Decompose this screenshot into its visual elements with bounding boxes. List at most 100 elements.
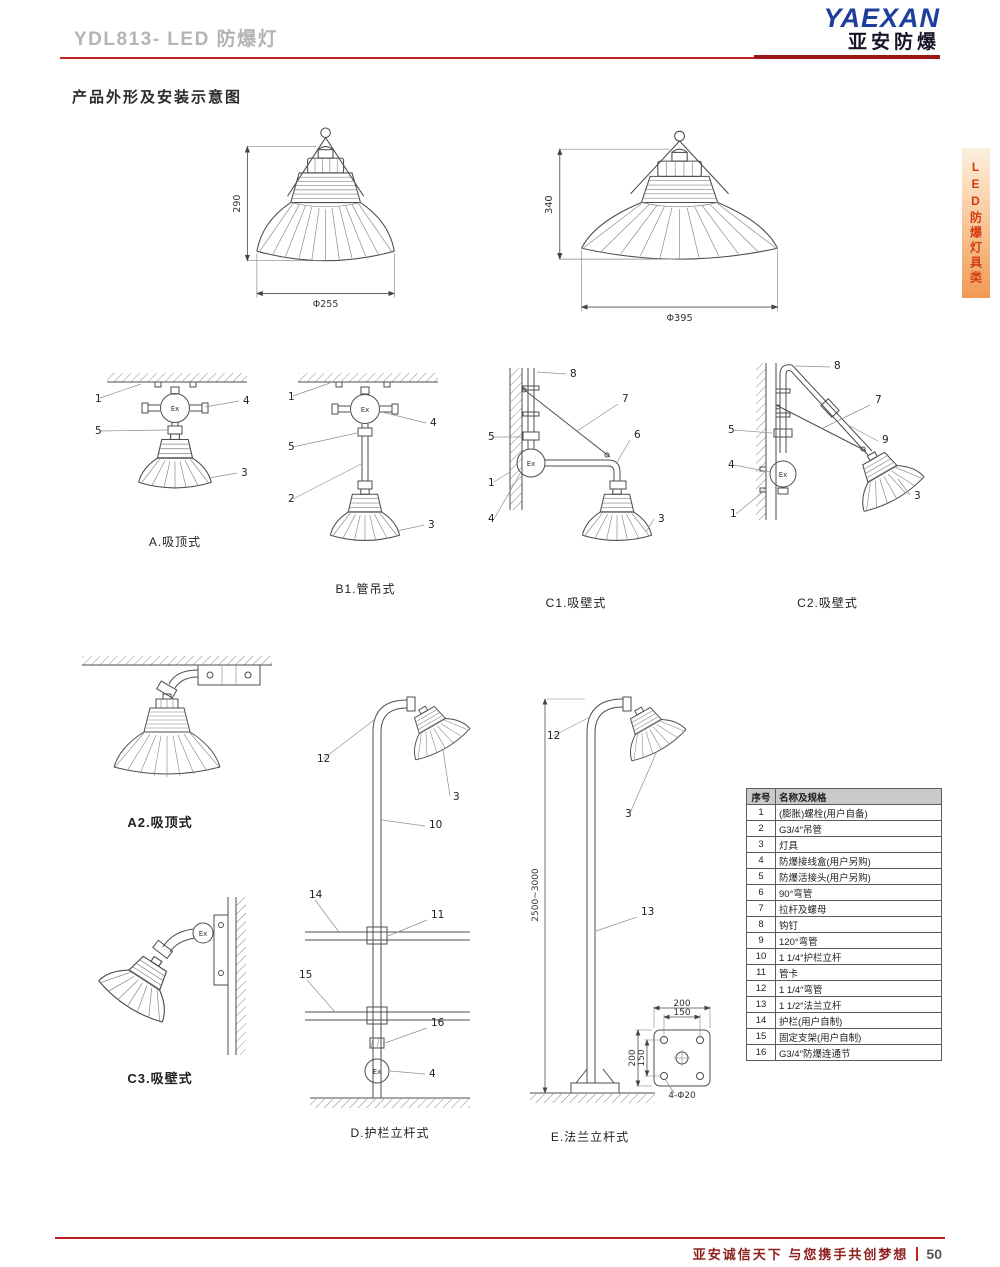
cell-name: 1 1/4″弯管	[775, 980, 942, 997]
flange-plate	[653, 1029, 711, 1087]
category-side-tab: LED防爆灯具类	[962, 148, 990, 298]
col-header-no: 序号	[746, 788, 776, 805]
diagram-a2-label: A2.吸顶式	[127, 815, 193, 830]
union-joint	[609, 480, 627, 490]
header-divider	[60, 57, 940, 59]
callout-number: 3	[658, 513, 665, 525]
diagram-b1: Ex 1 4 5 2 3	[288, 373, 438, 541]
callout-number: 16	[431, 1017, 445, 1029]
footer-divider	[55, 1237, 945, 1239]
diagram-c2-label: C2.吸壁式	[797, 596, 858, 610]
diagram-a2	[82, 656, 272, 777]
outline-drawing-small: 290 Φ255	[232, 127, 396, 310]
cell-name: 防爆接线盒(用户另购)	[775, 852, 942, 869]
union-joint	[152, 939, 174, 960]
ex-mark: Ex	[361, 406, 370, 414]
height-dimension: 340	[544, 195, 555, 214]
callout-number: 12	[317, 753, 330, 765]
callout-number: 3	[453, 791, 460, 803]
callout-number: 5	[488, 431, 495, 443]
callout-number: 10	[429, 819, 442, 831]
cell-name: 固定支架(用户自制)	[775, 1028, 942, 1045]
pole-height-dimension: 2500~3000	[531, 868, 541, 922]
cell-no: 15	[746, 1028, 776, 1045]
union-joint	[622, 696, 632, 712]
cell-no: 2	[746, 820, 776, 837]
callout-number: 11	[431, 909, 444, 921]
cell-no: 8	[746, 916, 776, 933]
callout-number: 12	[547, 730, 560, 742]
cell-no: 16	[746, 1044, 776, 1061]
hook-pin	[522, 411, 540, 417]
footer: 亚安诚信天下 与您携手共创梦想 50	[693, 1244, 942, 1263]
callout-number: 2	[288, 493, 295, 505]
dim-200-top: 200	[673, 999, 690, 1009]
lamp	[138, 433, 212, 489]
callout-number: 6	[634, 429, 641, 441]
lamp-outline	[581, 130, 779, 260]
dim-200-left: 200	[628, 1049, 638, 1066]
dim-150-top: 150	[673, 1008, 690, 1018]
diagram-d: Ex 12 3 10 14 11 15 16 4	[299, 691, 473, 1108]
callout-number: 4	[429, 1068, 436, 1080]
callout-number: 5	[728, 424, 735, 436]
junction-box	[516, 448, 546, 478]
callout-number: 3	[625, 808, 632, 820]
ex-mark: Ex	[171, 405, 180, 413]
junction-box	[769, 460, 797, 488]
cell-name: (膨胀)螺栓(用户自备)	[775, 804, 942, 821]
cell-no: 9	[746, 932, 776, 949]
mount-plate	[213, 914, 229, 986]
union-joint	[773, 428, 793, 438]
cell-name: 90°弯管	[775, 884, 942, 901]
pipe-clamp	[366, 1006, 388, 1025]
gooseneck	[586, 698, 624, 734]
footer-slogan: 亚安诚信天下 与您携手共创梦想	[692, 1247, 909, 1262]
diameter-dimension: Φ255	[313, 299, 339, 310]
union-joint	[406, 696, 416, 712]
diagram-c1: Ex 8 7 6 5 1 4 3	[488, 368, 665, 541]
tie-rod	[775, 404, 867, 452]
page-number: 50	[926, 1245, 942, 1262]
tie-rod	[521, 387, 611, 458]
union-joint	[167, 425, 183, 435]
callout-number: 7	[622, 393, 629, 405]
callout-number: 1	[95, 393, 102, 405]
lamp	[610, 692, 689, 766]
diameter-dimension: Φ395	[666, 313, 692, 324]
junction-box	[197, 664, 261, 686]
callout-number: 5	[95, 425, 102, 437]
brand-logo-en: YAEXAN	[823, 3, 940, 33]
union-joint	[357, 427, 373, 437]
diagram-d-label: D.护栏立杆式	[350, 1126, 430, 1140]
ceiling-hatch	[82, 656, 272, 665]
junction-box	[350, 394, 380, 424]
callout-number: 4	[728, 459, 735, 471]
elbow-90	[607, 459, 621, 473]
lamp	[394, 691, 473, 765]
height-dimension: 290	[232, 195, 243, 213]
table-row: 1(膨胀)螺栓(用户自备)	[746, 804, 942, 821]
cell-name: 1 1/2″法兰立杆	[775, 996, 942, 1013]
table-header-row: 序号 名称及规格	[746, 788, 942, 805]
cell-name: 护栏(用户自制)	[775, 1012, 942, 1029]
cell-name: 拉杆及螺母	[775, 900, 942, 917]
lamp	[94, 937, 191, 1028]
holes-label: 4-Φ20	[668, 1091, 696, 1101]
diagram-c3-label: C3.吸壁式	[127, 1071, 193, 1086]
callout-number: 1	[488, 477, 495, 489]
cell-name: 灯具	[775, 836, 942, 853]
cell-no: 5	[746, 868, 776, 885]
callout-number: 3	[914, 490, 921, 502]
callout-number: 7	[875, 394, 882, 406]
dimension-lines: 290 Φ255	[232, 145, 396, 310]
